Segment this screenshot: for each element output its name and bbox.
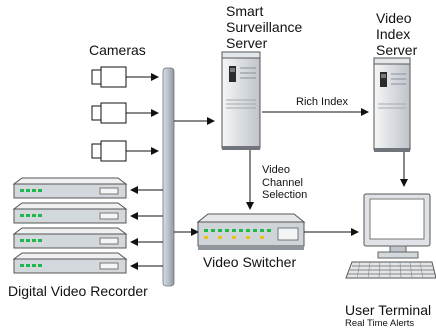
video-switcher [196, 213, 306, 250]
channel-selection-line-2: Channel [262, 176, 303, 189]
smart-server-label-line-1: Smart [226, 3, 264, 19]
smart-server-label-line-2: Surveillance [226, 19, 303, 36]
rich-index-label: Rich Index [296, 96, 348, 108]
user-terminal [345, 193, 436, 279]
index-server-label-line-3: Server [376, 42, 418, 59]
cameras-label: Cameras [89, 42, 146, 58]
video-channel-selection-label: Video Channel Selection [262, 164, 307, 202]
smart-surveillance-server-label: Smart Surveillance Server [226, 3, 302, 51]
index-server-label-line-2: Index [376, 26, 411, 43]
channel-selection-line-1: Video [262, 164, 290, 176]
camera-3 [91, 140, 159, 162]
camera-1 [91, 66, 159, 88]
channel-selection-line-3: Selection [262, 189, 308, 202]
dvr-unit-1 [12, 177, 128, 199]
video-index-server [373, 57, 411, 152]
index-server-label-line-1: Video [376, 10, 412, 26]
video-index-server-label: Video Index Server [376, 10, 417, 58]
signal-bus [162, 67, 175, 287]
real-time-alerts-label: Real Time Alerts [345, 318, 415, 329]
digital-video-recorder-stack [12, 177, 128, 274]
dvr-unit-2 [12, 202, 128, 224]
smart-surveillance-server [221, 51, 261, 150]
user-terminal-label: User Terminal [345, 302, 432, 318]
video-switcher-label: Video Switcher [203, 254, 297, 270]
digital-video-recorder-label: Digital Video Recorder [8, 283, 148, 299]
camera-2 [91, 102, 159, 124]
dvr-unit-4 [12, 252, 128, 274]
smart-server-label-line-3: Server [226, 35, 268, 52]
dvr-unit-3 [12, 227, 128, 249]
